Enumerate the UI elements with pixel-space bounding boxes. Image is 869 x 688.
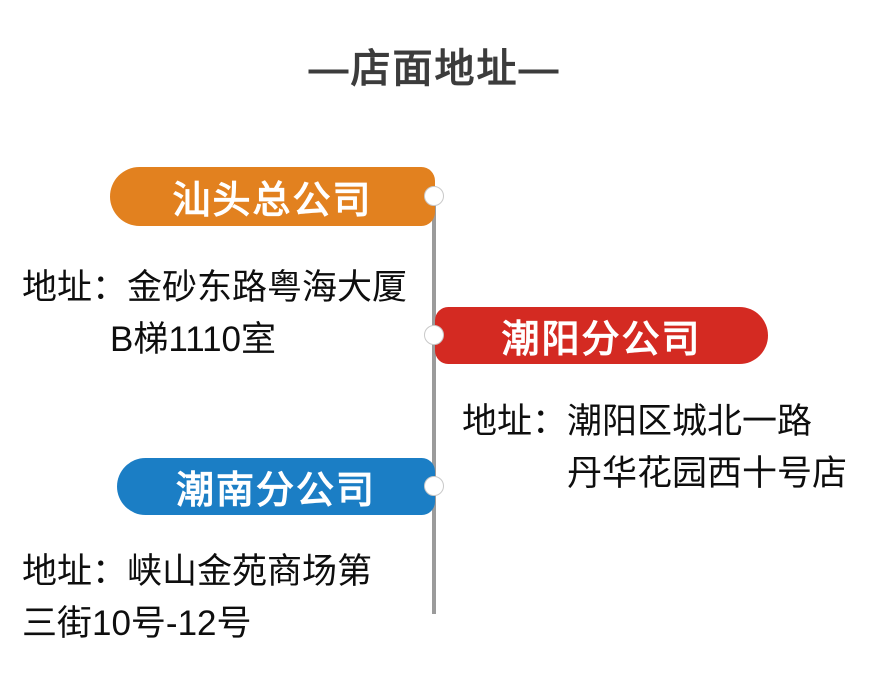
address-line: 地址：金砂东路粤海大厦	[22, 268, 408, 307]
connector-dot-icon	[424, 476, 444, 496]
address-line: B梯1110室	[110, 320, 277, 359]
branch-label-shantou: 汕头总公司	[110, 167, 435, 226]
address-line: 三街10号-12号	[22, 604, 252, 643]
connector-dot-icon	[424, 186, 444, 206]
branch-address-chaonan: 地址：峡山金苑商场第 三街10号-12号	[22, 546, 372, 650]
branch-name: 潮南分公司	[175, 470, 376, 512]
address-line: 地址：峡山金苑商场第	[22, 552, 373, 591]
connector-dot-icon	[424, 325, 444, 345]
branch-address-chaoyang: 地址：潮阳区城北一路 丹华花园西十号店	[462, 396, 847, 500]
branch-name: 潮阳分公司	[501, 319, 702, 361]
branch-label-chaoyang: 潮阳分公司	[435, 307, 768, 364]
branch-address-shantou: 地址：金砂东路粤海大厦 B梯1110室	[22, 262, 407, 366]
address-line: 丹华花园西十号店	[567, 454, 848, 493]
branch-name: 汕头总公司	[172, 180, 373, 222]
branch-label-chaonan: 潮南分公司	[117, 458, 435, 515]
timeline-line	[432, 196, 436, 614]
page-title: —店面地址—	[308, 47, 561, 91]
address-line: 地址：潮阳区城北一路	[462, 402, 813, 441]
